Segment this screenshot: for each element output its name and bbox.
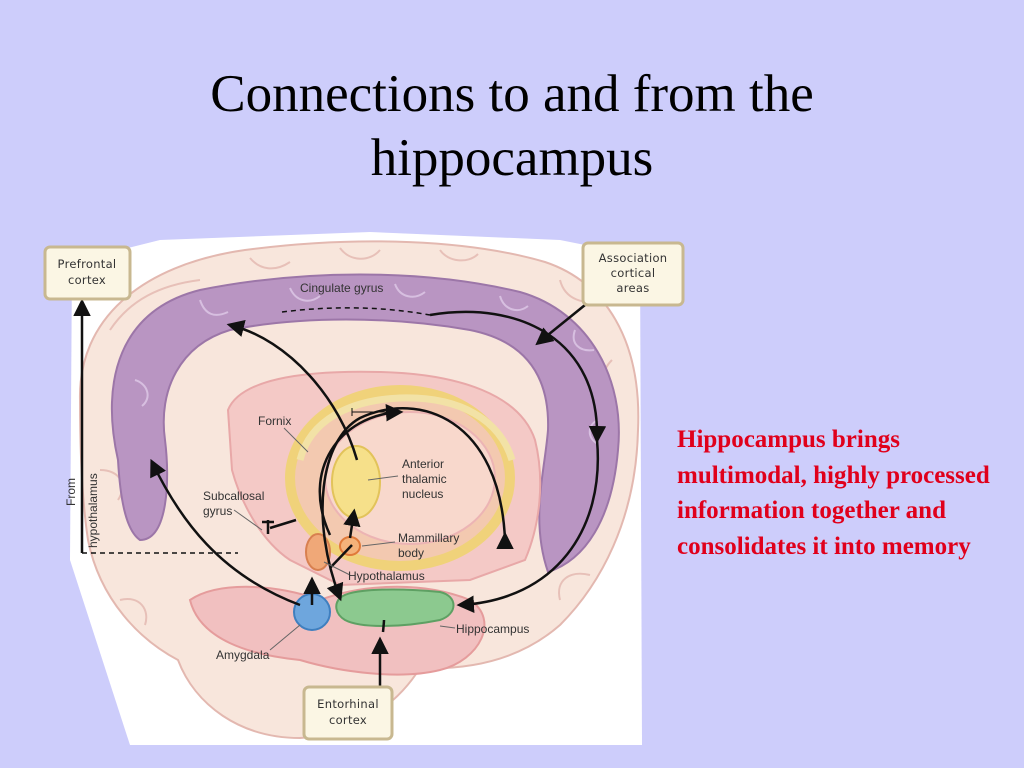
- prefrontal-line-1: Prefrontal: [58, 257, 117, 271]
- entorhinal-line-1: Entorhinal: [317, 697, 379, 711]
- hippocampus-shape: [335, 588, 455, 627]
- label-hypothalamus: Hypothalamus: [348, 569, 425, 583]
- label-subcallosal-2: gyrus: [203, 504, 232, 518]
- prefrontal-line-2: cortex: [68, 273, 106, 287]
- pathway-arrows: [73, 298, 607, 690]
- label-subcallosal-1: Subcallosal: [203, 489, 264, 503]
- gyri-texture: [99, 247, 616, 626]
- fornix-band: [296, 394, 516, 462]
- label-anterior-3: nucleus: [402, 487, 443, 501]
- label-anterior-1: Anterior: [402, 457, 444, 471]
- side-note: Hippocampus brings multimodal, highly pr…: [677, 426, 990, 560]
- association-line-3: areas: [616, 281, 649, 295]
- association-line-2: cortical: [611, 266, 656, 280]
- entorhinal-line-2: cortex: [329, 713, 367, 727]
- leader-lines: [233, 427, 456, 651]
- box-association-cortical-areas: Association cortical areas: [581, 241, 685, 307]
- box-entorhinal-cortex: Entorhinal cortex: [302, 685, 394, 741]
- dashed-connections: [82, 307, 431, 554]
- subcallosal-terminal: [262, 520, 274, 534]
- label-from: From: [64, 478, 78, 506]
- label-from-hypothalamus: hypothalamus: [86, 473, 100, 548]
- label-mammillary-2: body: [398, 546, 424, 560]
- slide-title: Connections to and from the hippocampus: [0, 62, 1024, 190]
- box-prefrontal-cortex: Prefrontal cortex: [43, 245, 132, 301]
- label-anterior-2: thalamic: [402, 472, 447, 486]
- fornix-arrow-up: [351, 408, 388, 416]
- label-mammillary-1: Mammillary: [398, 531, 459, 545]
- label-fornix: Fornix: [258, 414, 291, 428]
- cingulate-gyrus: [110, 273, 620, 574]
- title-line-1: Connections to and from the: [210, 65, 814, 123]
- title-line-2: hippocampus: [370, 129, 654, 187]
- association-line-1: Association: [599, 251, 668, 265]
- anatomy-labels: Cingulate gyrus Fornix Anterior thalamic…: [64, 281, 529, 662]
- label-hippocampus: Hippocampus: [456, 622, 529, 636]
- label-amygdala: Amygdala: [216, 648, 270, 662]
- label-cingulate-gyrus: Cingulate gyrus: [300, 281, 383, 295]
